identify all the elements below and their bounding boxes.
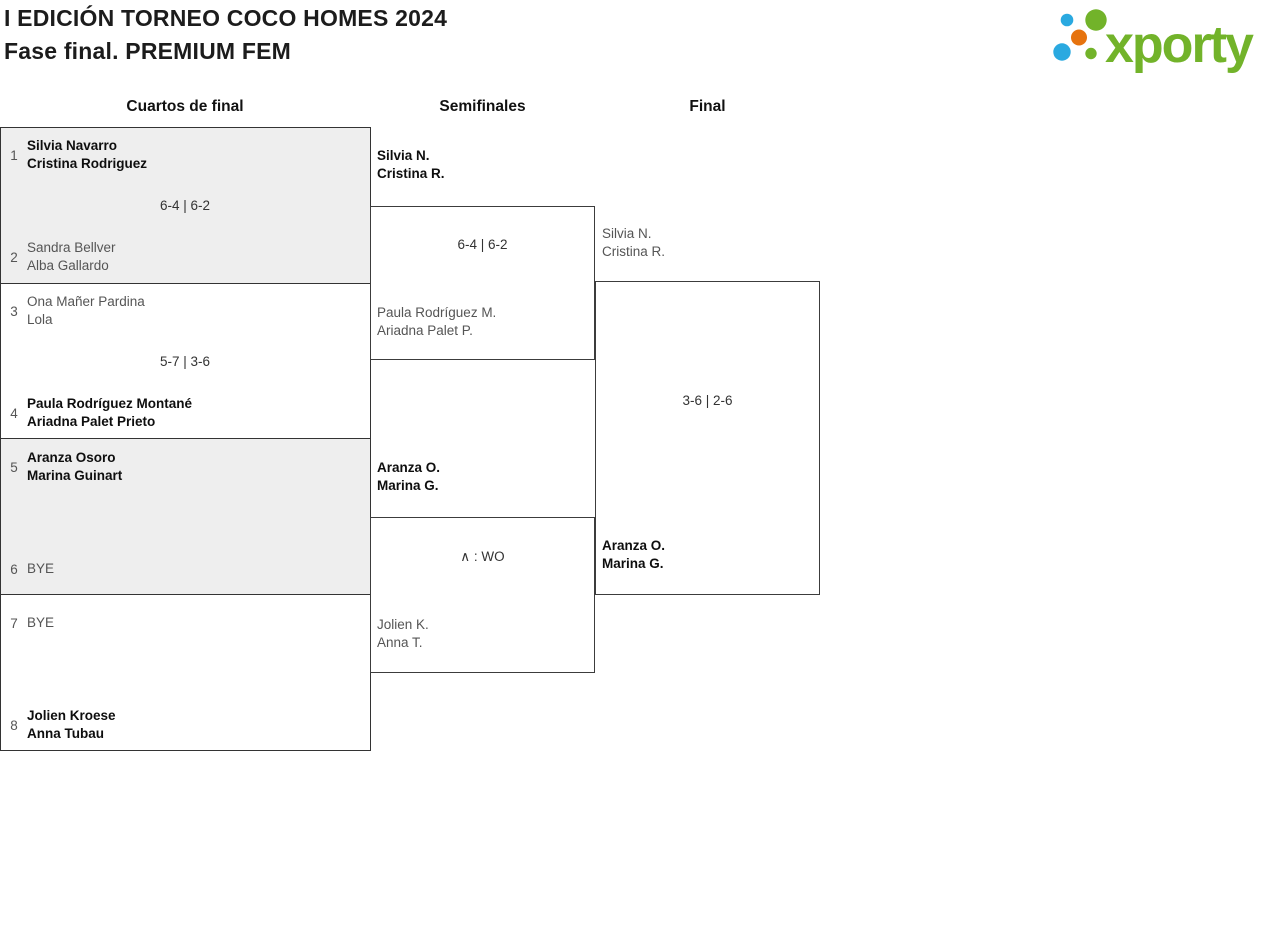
logo-dot-small-green [1085, 47, 1097, 60]
qf-match-2 [1, 284, 370, 439]
sf1-team2: Paula Rodríguez M. Ariadna Palet P. [377, 304, 496, 340]
player-name: Paula Rodríguez M. [377, 305, 497, 320]
player-name: Ariadna Palet P. [377, 323, 473, 338]
player-name: Ona Mañer Pardina [27, 294, 145, 309]
sf2-score: ∧ : WO [460, 549, 505, 564]
final-team1: Silvia N. Cristina R. [602, 225, 665, 261]
team-players: Aranza Osoro Marina Guinart [27, 449, 122, 485]
logo-dot-orange [1071, 29, 1087, 46]
qf2-team2: 4 Paula Rodríguez Montané Ariadna Palet … [8, 395, 192, 431]
seed-number: 6 [10, 561, 18, 577]
round-header-final: Final [689, 98, 726, 115]
team-players: Jolien Kroese Anna Tubau [27, 707, 116, 743]
sf1-score: 6-4 | 6-2 [457, 237, 508, 252]
seed-number: 5 [10, 459, 18, 475]
final-team2: Aranza O. Marina G. [602, 537, 665, 573]
team-players: Jolien K. Anna T. [377, 616, 429, 652]
seed-number: 3 [10, 303, 18, 319]
player-name: Aranza O. [602, 538, 666, 553]
round-header-quarterfinals: Cuartos de final [126, 98, 244, 115]
qf1-team2: 2 Sandra Bellver Alba Gallardo [8, 239, 116, 275]
qf1-score: 6-4 | 6-2 [159, 198, 211, 213]
qf-match-3 [1, 439, 370, 595]
logo-dot-big-blue [1053, 43, 1071, 61]
team-players: BYE [27, 560, 54, 578]
sf2-team1: Aranza O. Marina G. [377, 459, 440, 495]
seed-number: 4 [10, 405, 18, 421]
logo-dot-big-green [1085, 9, 1107, 31]
tournament-subtitle: Fase final. PREMIUM FEM [4, 38, 292, 64]
sf-match-2-box [370, 517, 595, 673]
seed-number: 8 [10, 717, 18, 733]
player-name: Alba Gallardo [27, 258, 109, 273]
player-name: Ariadna Palet Prieto [27, 414, 156, 429]
seed-number: 2 [10, 249, 18, 265]
player-name: Aranza Osoro [27, 450, 116, 465]
seed-number: 7 [10, 615, 18, 631]
team-players: Aranza O. Marina G. [602, 537, 665, 573]
player-name: BYE [27, 561, 55, 576]
team-players: Silvia N. Cristina R. [602, 225, 665, 261]
qf3-team2: 6 BYE [8, 551, 54, 587]
player-name: Jolien K. [377, 617, 429, 632]
player-name: Anna Tubau [27, 726, 104, 741]
sf1-team1: Silvia N. Cristina R. [377, 147, 445, 183]
logo-dot-small-blue [1060, 13, 1074, 27]
team-players: Silvia Navarro Cristina Rodriguez [27, 137, 147, 173]
team-players: Paula Rodríguez Montané Ariadna Palet Pr… [27, 395, 192, 431]
player-name: Silvia Navarro [27, 138, 118, 153]
team-players: BYE [27, 614, 54, 632]
header: I EDICIÓN TORNEO COCO HOMES 2024 Fase fi… [4, 2, 447, 68]
sf2-team2: Jolien K. Anna T. [377, 616, 429, 652]
player-name: BYE [27, 615, 55, 630]
qf4-team2: 8 Jolien Kroese Anna Tubau [8, 707, 116, 743]
final-score: 3-6 | 2-6 [682, 393, 733, 408]
logo-wordmark: xporty [1105, 16, 1254, 74]
player-name: Aranza O. [377, 460, 441, 475]
qf-match-1 [1, 128, 370, 284]
qf1-team1: 1 Silvia Navarro Cristina Rodriguez [8, 137, 147, 173]
player-name: Marina Guinart [27, 468, 123, 483]
sf-match-1-box [370, 206, 595, 360]
player-name: Lola [27, 312, 53, 327]
quarterfinals-column [0, 127, 371, 751]
team-players: Ona Mañer Pardina Lola [27, 293, 145, 329]
team-players: Sandra Bellver Alba Gallardo [27, 239, 116, 275]
player-name: Marina G. [377, 478, 439, 493]
tournament-title: I EDICIÓN TORNEO COCO HOMES 2024 [4, 5, 448, 31]
player-name: Silvia N. [377, 148, 430, 163]
player-name: Cristina Rodriguez [27, 156, 148, 171]
qf4-team1: 7 BYE [8, 605, 54, 641]
round-header-semifinals: Semifinales [439, 98, 526, 115]
qf3-team1: 5 Aranza Osoro Marina Guinart [8, 449, 122, 485]
qf2-score: 5-7 | 3-6 [159, 354, 211, 369]
player-name: Sandra Bellver [27, 240, 116, 255]
player-name: Silvia N. [602, 226, 652, 241]
player-name: Marina G. [602, 556, 664, 571]
team-players: Aranza O. Marina G. [377, 459, 440, 495]
player-name: Jolien Kroese [27, 708, 116, 723]
qf2-team1: 3 Ona Mañer Pardina Lola [8, 293, 145, 329]
player-name: Cristina R. [377, 166, 445, 181]
player-name: Cristina R. [602, 244, 666, 259]
team-players: Silvia N. Cristina R. [377, 147, 445, 183]
final-match-box [595, 281, 820, 595]
xporty-logo[interactable]: xporty [1048, 4, 1280, 76]
player-name: Anna T. [377, 635, 423, 650]
player-name: Paula Rodríguez Montané [27, 396, 193, 411]
seed-number: 1 [10, 147, 18, 163]
team-players: Paula Rodríguez M. Ariadna Palet P. [377, 304, 496, 340]
